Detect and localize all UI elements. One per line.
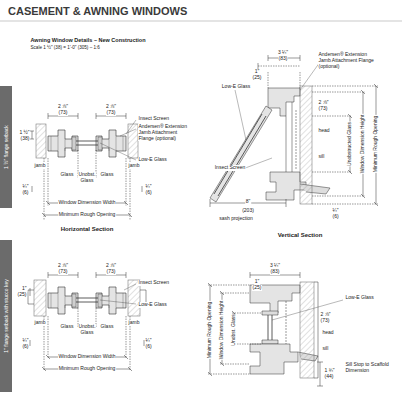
dimension-label: Insect Screen [138,280,170,286]
dimension-label: jamb [34,163,46,169]
dimension-label: Andersen® Extension Jamb Attachment Flan… [318,52,377,69]
dimension-label: (73) [106,110,116,116]
dimension-label: (25) [252,285,262,291]
dimension-label: head [318,128,330,134]
dimension-label: (6) [22,190,29,196]
dimension-label: (73) [106,269,116,275]
dimension-label: 2 ⅞" [57,104,68,110]
dimension-label: Unobst. Glass [231,314,237,346]
dimension-label: ¼" [145,338,152,344]
dimension-label: Window Dimension Width [58,354,116,360]
dimension-label: Sill Stop to Scaffold Dimension [345,362,390,374]
horizontal-section-top [30,113,142,220]
dimension-label: Minimum Rough Opening [207,301,213,359]
dimension-label: 2 ⅞" [320,312,331,318]
dimension-label: (38) [20,136,30,142]
dimension-label: Minimum Rough Opening [373,115,379,173]
dimension-label: Window Dimension Height [360,114,366,174]
dimension-label: (73) [320,318,330,324]
dimension-label: (73) [318,106,328,112]
dimension-label: 1" [21,286,27,292]
dimension-label: Low-E Glass [345,295,374,301]
dimension-label: Window Dimension Width [58,200,116,206]
dimension-label: 1 ½" [19,130,30,136]
dimension-label: ¼" [332,208,339,214]
dimension-label: (6) [332,214,339,220]
vertical-section-bottom [208,272,343,386]
dimension-label: Vertical Section [277,232,323,239]
dimension-label: 1 ¾" [324,368,335,374]
dimension-label: Insect Screen [138,116,170,122]
page-title: CASEMENT & AWNING WINDOWS [8,5,187,17]
dimension-label: Scale 1 ½" (38) = 1'-0" (305) – 1:6 [30,45,100,50]
dimension-label: Window Dimension Height [219,300,225,360]
dimension-label: Glass [60,172,74,178]
dimension-label: 1" [254,279,260,285]
dimension-label: (73) [58,269,68,275]
dimension-label: Glass [100,324,114,330]
dimension-label: (6) [22,344,29,350]
dimension-label: jamb [34,320,46,326]
vertical-section-top [210,55,378,207]
band-label: 1 ½" flange setback [3,125,9,169]
dimension-label: 2 ⅞" [57,263,68,269]
dimension-label: 1" [254,69,260,75]
dimension-label: (25) [17,292,27,298]
band-label: 1" flange setback with stucco key [3,279,9,352]
dimension-label: (6) [145,190,152,196]
dimension-label: Minimum Rough Opening [58,366,116,372]
horizontal-section-bottom [28,272,146,371]
dimension-label: (6) [145,344,152,350]
dimension-label: sill [318,154,325,160]
dimension-label: Glass [80,330,94,336]
dimension-label: ¼" [145,184,152,190]
dimension-label: 3 ¼" [269,263,280,269]
dimension-label: (203) [242,208,255,214]
dimension-label: Low-E Glass [138,157,167,163]
dimension-label: Insect Screen [214,165,246,171]
dimension-label: (25) [252,75,262,81]
dimension-label: 8" [245,199,251,205]
dimension-label: Glass [100,172,114,178]
dimension-label: jamb [128,320,140,326]
dimension-label: sill [322,346,329,352]
dimension-label: Low-E Glass [138,302,167,308]
dimension-label: sash projection [219,216,254,222]
dimension-label: (44) [324,374,334,380]
dimension-label: Andersen® Extension Jamb Attachment Flan… [138,124,189,141]
section-band: 1 ½" flange setback [0,86,12,208]
dimension-label: ¼" [22,338,29,344]
dimension-label: Glass [60,324,74,330]
dimension-label: head [322,330,334,336]
title-rule [0,21,402,22]
dimension-label: Unobstructed Glass [347,122,353,167]
dimension-label: Horizontal Section [60,226,114,233]
dimension-label: jamb [128,163,140,169]
dimension-label: ¼" [22,184,29,190]
dimension-label: (73) [58,110,68,116]
section-band: 1" flange setback with stucco key [0,240,12,392]
dimension-label: 2 ⅞" [105,263,116,269]
dimension-label: (83) [278,56,288,62]
dimension-label: 3 ¼" [277,50,288,56]
dimension-label: Unobst. [78,324,96,330]
dimension-label: Minimum Rough Opening [58,212,116,218]
dimension-label: Awning Window Details – New Construction [30,37,146,43]
dimension-label: (83) [270,269,280,275]
dimension-label: Unobst. [78,172,96,178]
dimension-label: Glass [80,178,94,184]
dimension-label: Low-E Glass [221,84,250,90]
dimension-label: 2 ⅞" [105,104,116,110]
dimension-label: 2 ⅞" [318,100,329,106]
